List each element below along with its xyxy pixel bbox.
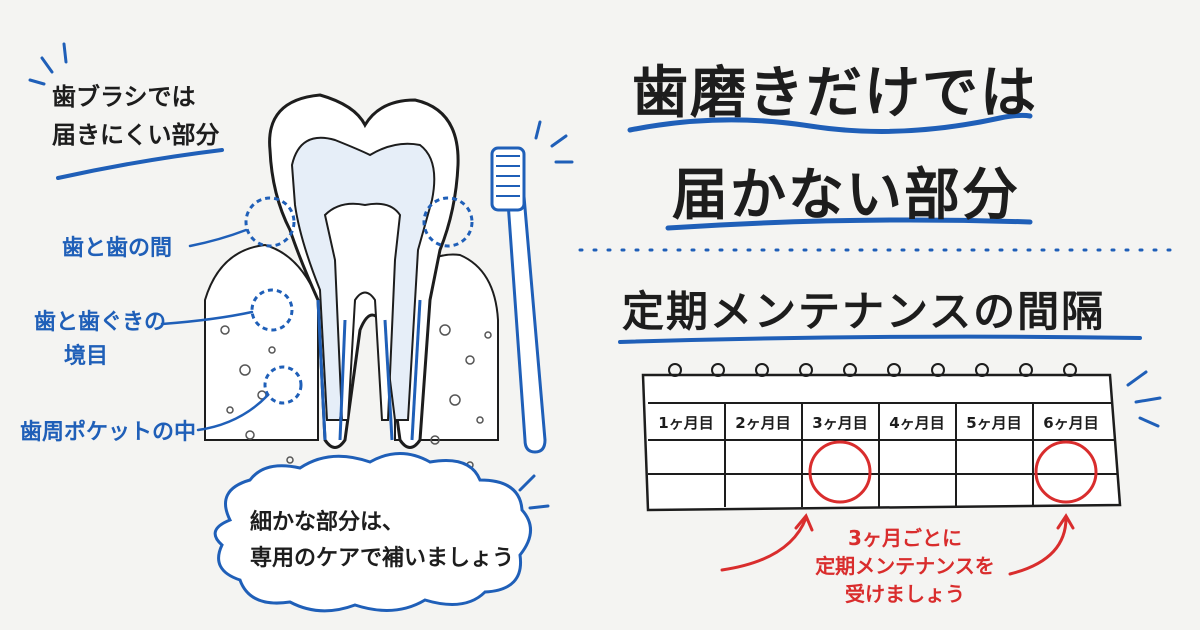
month-header-6: 6ヶ月目 bbox=[1043, 414, 1099, 432]
sparkle-lines-left bbox=[28, 42, 68, 86]
label-between-teeth: 歯と歯の間 bbox=[62, 236, 173, 261]
month-header-3: 3ヶ月目 bbox=[812, 414, 868, 432]
root-canal-lines bbox=[316, 299, 422, 441]
sparkle-lines-cloud bbox=[518, 474, 550, 510]
note-line-2: 届きにくい部分 bbox=[52, 121, 220, 149]
label-gum-line-1: 歯と歯ぐきの bbox=[34, 310, 167, 335]
month-header-5: 5ヶ月目 bbox=[966, 414, 1022, 432]
cloud-text: 細かな部分は、 専用のケアで補いましょう bbox=[250, 505, 514, 577]
label-pocket: 歯周ポケットの中 bbox=[20, 420, 197, 445]
red-arrows bbox=[720, 513, 1075, 576]
calendar-rings bbox=[668, 363, 1077, 377]
toothbrush-icon bbox=[490, 146, 547, 454]
title-line-1: 歯磨きだけでは bbox=[632, 61, 1038, 126]
note-block: 歯ブラシでは 届きにくい部分 bbox=[52, 78, 220, 154]
maintenance-line-1: 3ヶ月ごとに bbox=[848, 526, 962, 550]
speech-cloud bbox=[213, 452, 532, 613]
subtitle: 定期メンテナンスの間隔 bbox=[622, 287, 1106, 336]
bone-texture bbox=[220, 324, 492, 469]
maintenance-line-2: 定期メンテナンスを bbox=[815, 554, 995, 578]
circle-month-3 bbox=[808, 440, 872, 504]
cloud-line-2: 専用のケアで補いましょう bbox=[250, 546, 515, 571]
month-header-1: 1ヶ月目 bbox=[658, 414, 714, 432]
title-underline-2 bbox=[665, 217, 1033, 231]
subtitle-underline bbox=[618, 334, 1142, 344]
title-line-2: 届かない部分 bbox=[672, 163, 1020, 228]
label-gum-line: 歯と歯ぐきの 境目 bbox=[34, 306, 166, 374]
maintenance-note: 3ヶ月ごとに 定期メンテナンスを 受けましょう bbox=[790, 524, 1020, 608]
circle-month-6 bbox=[1034, 440, 1098, 504]
title-underline-1 bbox=[627, 112, 1033, 134]
gum-outline bbox=[204, 243, 319, 441]
calendar bbox=[641, 363, 1122, 512]
cloud-line-1: 細かな部分は、 bbox=[250, 510, 405, 535]
month-header-2: 2ヶ月目 bbox=[735, 414, 791, 432]
maintenance-line-3: 受けましょう bbox=[845, 582, 965, 606]
note-line-1: 歯ブラシでは bbox=[52, 83, 196, 111]
highlight-circles bbox=[244, 196, 474, 405]
note-underline bbox=[56, 148, 224, 180]
sparkle-lines-brush bbox=[534, 120, 574, 164]
leader-lines bbox=[160, 228, 270, 432]
sparkle-lines-calendar bbox=[1126, 370, 1162, 428]
month-header-4: 4ヶ月目 bbox=[889, 414, 945, 432]
label-gum-line-2: 境目 bbox=[64, 344, 109, 369]
